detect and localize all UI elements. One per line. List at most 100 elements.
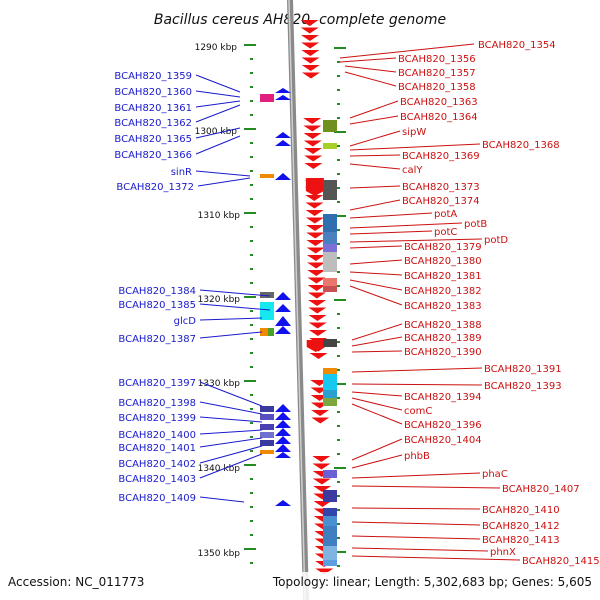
tick-mark: [337, 201, 340, 203]
gene-label[interactable]: sipW: [402, 127, 426, 138]
gene-arrow-forward: [306, 340, 325, 352]
gene-block: [323, 546, 337, 560]
gene-label[interactable]: glcD: [174, 316, 197, 327]
gene-label[interactable]: BCAH820_1401: [118, 443, 196, 454]
gene-label[interactable]: BCAH820_1413: [482, 535, 560, 546]
gene-label[interactable]: BCAH820_1410: [482, 505, 560, 516]
gene-label[interactable]: BCAH820_1404: [404, 435, 482, 446]
gene-label[interactable]: BCAH820_1357: [398, 68, 476, 79]
gene-arrow-reverse: [275, 436, 291, 444]
gene-label[interactable]: BCAH820_1407: [502, 484, 580, 495]
gene-label[interactable]: BCAH820_1354: [478, 40, 556, 51]
gene-label[interactable]: BCAH820_1388: [404, 320, 482, 331]
tick-mark: [337, 397, 340, 399]
gene-arrow-forward: [308, 300, 327, 306]
tick-mark: [337, 439, 340, 441]
gene-label[interactable]: BCAH820_1393: [484, 381, 562, 392]
gene-label[interactable]: BCAH820_1385: [118, 300, 196, 311]
gene-label[interactable]: BCAH820_1403: [118, 474, 196, 485]
gene-label[interactable]: calY: [402, 165, 423, 176]
gene-label[interactable]: BCAH820_1379: [404, 242, 482, 253]
tick-mark: [250, 534, 253, 536]
gene-label[interactable]: BCAH820_1369: [402, 151, 480, 162]
gene-label[interactable]: BCAH820_1373: [402, 182, 480, 193]
gene-label[interactable]: BCAH820_1390: [404, 347, 482, 358]
gene-label[interactable]: BCAH820_1382: [404, 286, 482, 297]
tick-mark: [244, 44, 256, 46]
tick-mark: [250, 492, 253, 494]
gene-label[interactable]: potA: [434, 209, 457, 220]
gene-arrow-forward: [308, 330, 327, 336]
connector-line-right: [349, 285, 403, 306]
connector-line-left: [195, 104, 241, 123]
gene-label[interactable]: BCAH820_1380: [404, 256, 482, 267]
tick-mark: [337, 61, 340, 63]
gene-block: [323, 374, 337, 390]
gene-label[interactable]: BCAH820_1396: [404, 420, 482, 431]
gene-arrow-reverse: [275, 88, 291, 93]
gene-label[interactable]: BCAH820_1412: [482, 521, 560, 532]
gene-label[interactable]: BCAH820_1400: [118, 430, 196, 441]
connector-line-right: [349, 143, 481, 151]
gene-arrow-reverse: [275, 428, 291, 436]
gene-label[interactable]: BCAH820_1398: [118, 398, 196, 409]
gene-label[interactable]: BCAH820_1362: [114, 118, 192, 129]
gene-label[interactable]: BCAH820_1389: [404, 333, 482, 344]
gene-label[interactable]: comC: [404, 406, 432, 417]
gene-label[interactable]: BCAH820_1359: [114, 71, 192, 82]
gene-arrow-forward: [304, 163, 323, 169]
gene-label[interactable]: phnX: [490, 547, 516, 558]
tick-mark: [337, 187, 340, 189]
tick-mark: [250, 478, 253, 480]
position-label: 1320 kbp: [198, 295, 241, 305]
gene-arrow-forward: [307, 292, 326, 299]
gene-label[interactable]: phbB: [404, 451, 430, 462]
gene-arrow-forward: [304, 155, 323, 162]
connector-line-right: [349, 222, 463, 229]
gene-label[interactable]: BCAH820_1391: [484, 364, 562, 375]
connector-line-right: [351, 535, 481, 540]
gene-label[interactable]: BCAH820_1397: [118, 378, 196, 389]
gene-label[interactable]: BCAH820_1387: [118, 334, 196, 345]
tick-mark: [244, 128, 256, 130]
gene-label[interactable]: potC: [434, 227, 457, 238]
tick-mark: [337, 537, 340, 539]
gene-block: [323, 120, 337, 132]
tick-mark: [337, 369, 340, 371]
gene-label[interactable]: BCAH820_1383: [404, 301, 482, 312]
gene-label[interactable]: BCAH820_1402: [118, 459, 196, 470]
tick-mark: [250, 240, 253, 242]
gene-label[interactable]: BCAH820_1361: [114, 103, 192, 114]
gene-label[interactable]: BCAH820_1409: [118, 493, 196, 504]
genome-summary-text: Topology: linear; Length: 5,302,683 bp; …: [272, 575, 592, 589]
gene-label[interactable]: potB: [464, 219, 487, 230]
gene-label[interactable]: potD: [484, 235, 508, 246]
gene-label[interactable]: BCAH820_1363: [400, 97, 478, 108]
gene-arrow-forward: [303, 133, 322, 139]
tick-mark: [334, 299, 346, 301]
gene-label[interactable]: BCAH820_1368: [482, 140, 560, 151]
gene-label[interactable]: BCAH820_1364: [400, 112, 478, 123]
connector-line-right: [349, 163, 401, 170]
gene-label[interactable]: BCAH820_1399: [118, 413, 196, 424]
gene-label[interactable]: BCAH820_1365: [114, 134, 192, 145]
connector-line-right: [344, 65, 397, 73]
tick-marks: [244, 44, 346, 567]
gene-label[interactable]: BCAH820_1360: [114, 87, 192, 98]
gene-label[interactable]: BCAH820_1394: [404, 392, 482, 403]
gene-block: [323, 214, 337, 232]
gene-label[interactable]: BCAH820_1381: [404, 271, 482, 282]
gene-label[interactable]: BCAH820_1366: [114, 150, 192, 161]
position-label: 1290 kbp: [195, 43, 238, 53]
gene-label[interactable]: sinR: [171, 167, 192, 178]
gene-label[interactable]: BCAH820_1372: [116, 182, 194, 193]
gene-label[interactable]: BCAH820_1356: [398, 54, 476, 65]
connector-line-right: [349, 279, 403, 291]
gene-label[interactable]: BCAH820_1358: [398, 82, 476, 93]
gene-label[interactable]: BCAH820_1374: [402, 196, 480, 207]
gene-label[interactable]: BCAH820_1384: [118, 286, 196, 297]
gene-label[interactable]: BCAH820_1415: [522, 556, 600, 567]
tick-mark: [337, 145, 340, 147]
position-ruler: 1290 kbp 1300 kbp 1310 kbp 1320 kbp 1330…: [195, 43, 241, 559]
gene-label[interactable]: phaC: [482, 469, 508, 480]
